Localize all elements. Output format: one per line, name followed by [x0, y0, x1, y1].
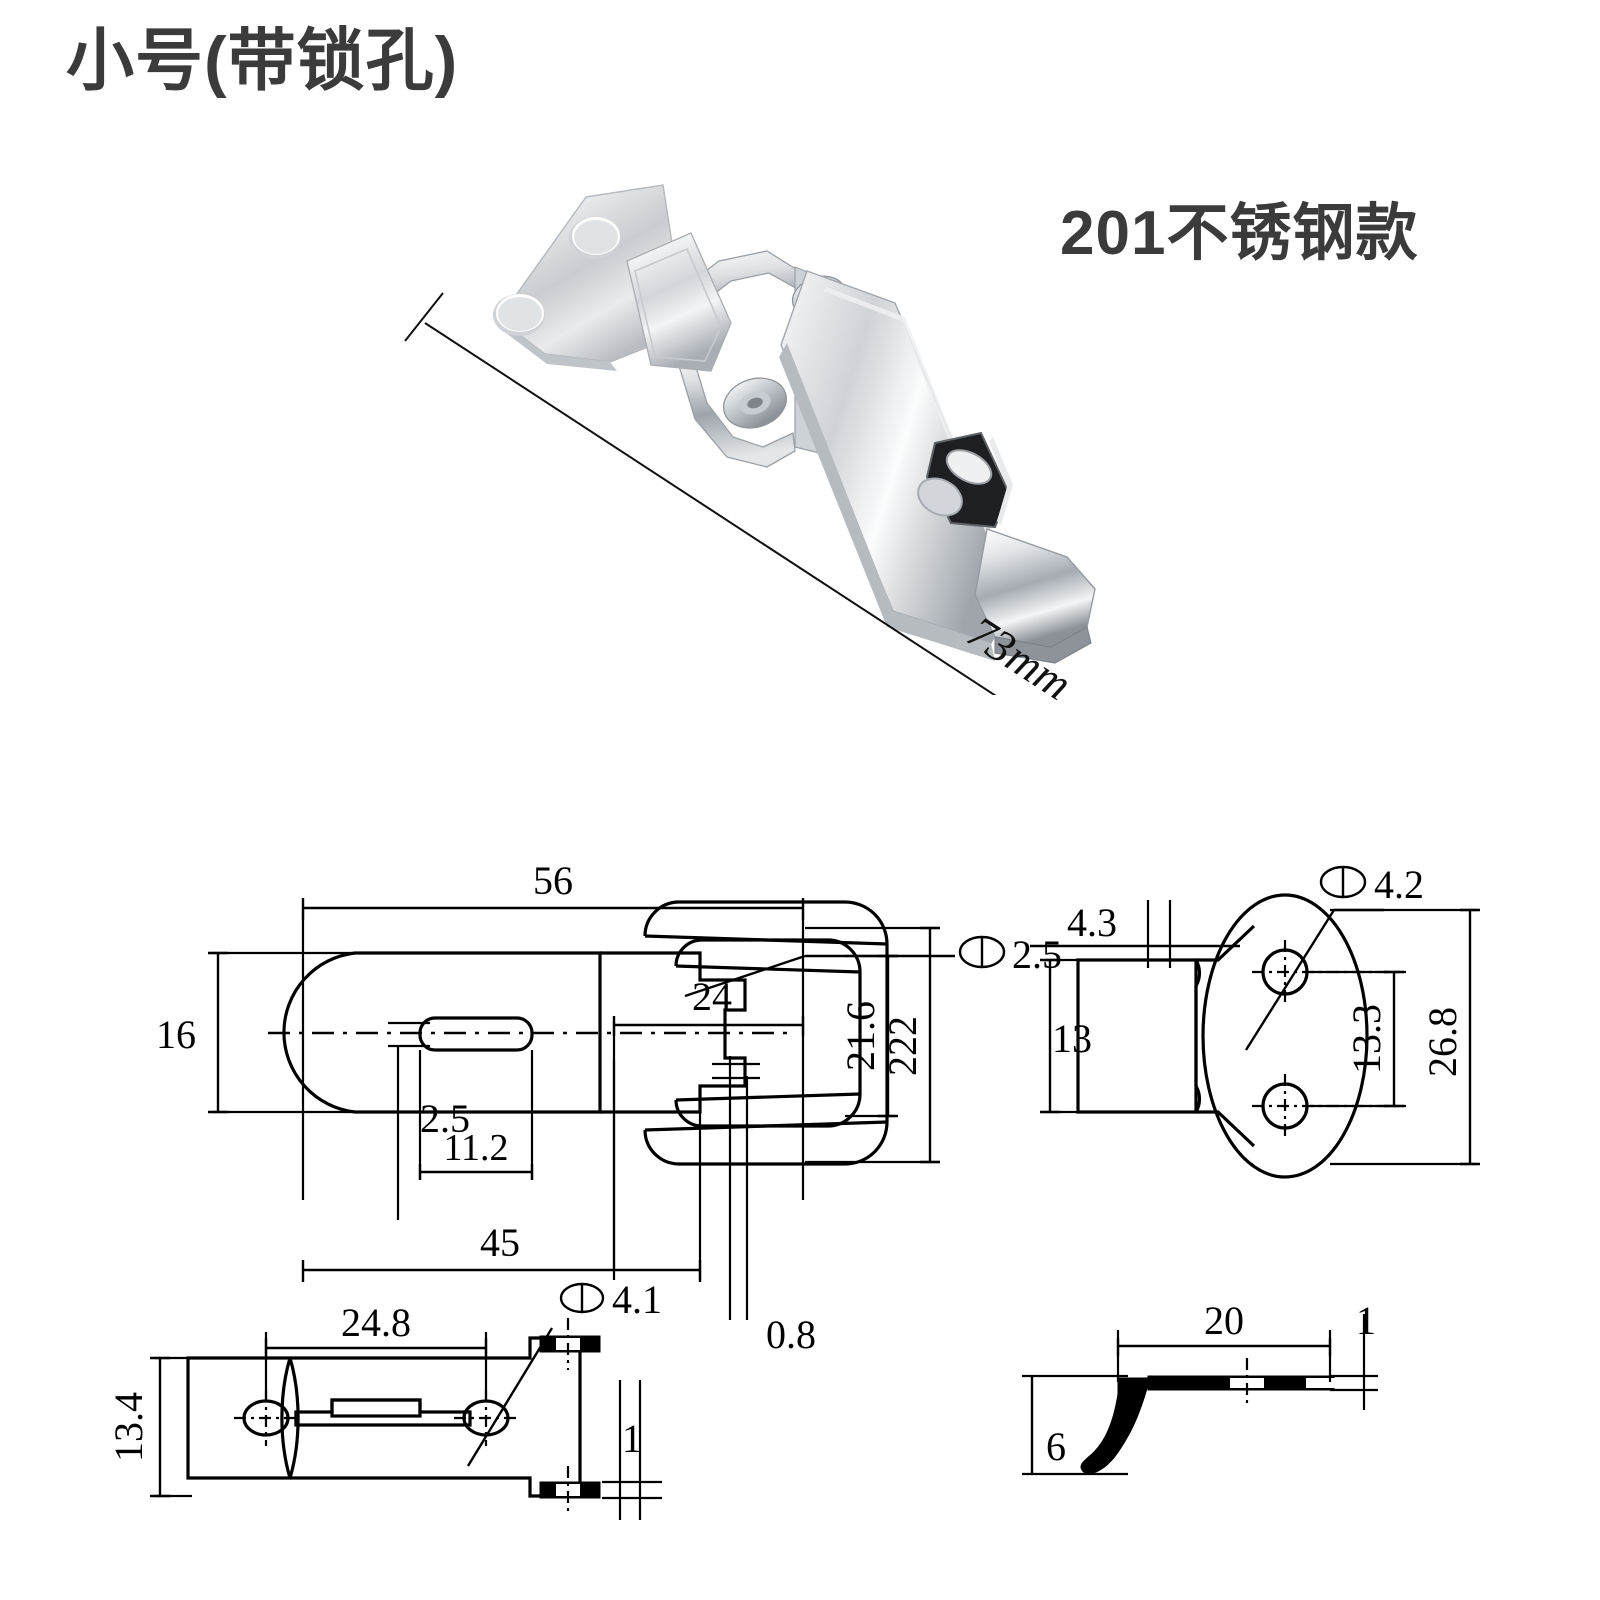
dim-24p8: 24.8 — [341, 1300, 411, 1345]
mounting-plate — [493, 184, 681, 371]
overall-length-dimension — [404, 292, 997, 695]
dim-4p3: 4.3 — [1067, 900, 1117, 945]
dim-dia-2p5: 2.5 — [1012, 932, 1062, 977]
dim-22p2: 222 — [880, 1016, 925, 1076]
dim-45: 45 — [480, 1220, 520, 1265]
dim-20: 20 — [1204, 1298, 1244, 1343]
dim-56: 56 — [533, 858, 573, 903]
product-photo: 73mm — [395, 175, 1185, 710]
hinge-clamp — [626, 232, 732, 372]
dim-13p3: 13.3 — [1344, 1004, 1389, 1074]
dim-11p2: 11.2 — [443, 1127, 508, 1169]
dim-26p8: 26.8 — [1420, 1007, 1465, 1077]
dim-2p5-plate: 2.5 — [420, 1096, 470, 1141]
page-title: 小号(带锁孔) — [66, 23, 459, 99]
dim-21p6: 21.6 — [838, 1001, 883, 1071]
catch-plate-view: 4.3 13 13.3 26.8 4.2 — [1030, 862, 1480, 1179]
padlock-hole — [917, 431, 1013, 529]
toggle-latch-illustration — [404, 184, 1096, 695]
dim-1-topview: 1 — [622, 1416, 642, 1461]
dim-dia-4p2: 4.2 — [1374, 862, 1424, 907]
dim-0p8: 0.8 — [766, 1312, 816, 1357]
catch-hook-section-view: 20 1 6 — [1022, 1298, 1378, 1476]
dim-dia-4p1: 4.1 — [612, 1277, 662, 1322]
dim-16: 16 — [156, 1012, 196, 1057]
front-view: 56 24 2.5 16 11.2 45 — [156, 858, 1062, 1357]
dim-24: 24 — [692, 974, 732, 1019]
material-label: 201不锈钢款 — [1060, 199, 1419, 268]
top-view: 24.8 13.4 1 4.1 — [106, 1277, 662, 1520]
technical-drawings: 56 24 2.5 16 11.2 45 — [0, 760, 1600, 1600]
dim-6: 6 — [1046, 1424, 1066, 1469]
dim-13: 13 — [1052, 1016, 1092, 1061]
finger-lift — [974, 528, 1096, 664]
dim-13p4: 13.4 — [106, 1392, 151, 1462]
dim-1-section: 1 — [1356, 1298, 1376, 1343]
